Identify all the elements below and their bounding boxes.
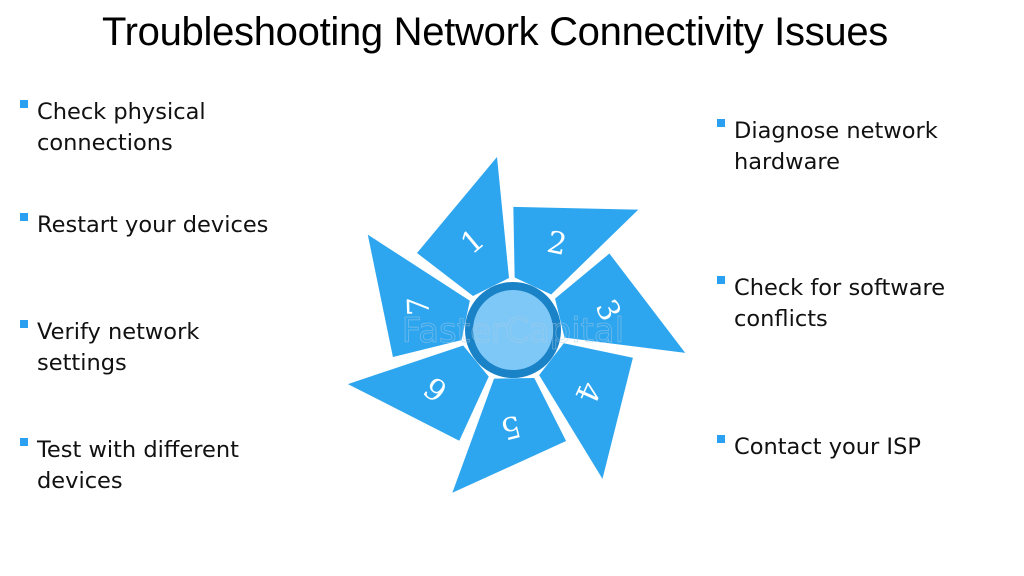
blade-shape (539, 343, 633, 479)
list-item-check-physical: Check physical connections (20, 97, 206, 159)
blade-shape (417, 157, 509, 296)
bullet-square-icon (717, 276, 725, 284)
pinwheel-blade-6: 6 (347, 345, 489, 441)
pinwheel-blade-4: 4 (539, 343, 633, 479)
blade-number-label: 7 (402, 296, 437, 316)
watermark-text: FasterCapital (402, 311, 624, 351)
list-item-contact-isp: Contact your ISP (717, 432, 921, 463)
item-text: Check physical connections (37, 99, 206, 156)
pinwheel-blade-1: 1 (417, 157, 509, 296)
item-text: Check for software conflicts (734, 275, 946, 332)
list-item-verify-settings: Verify network settings (20, 317, 200, 379)
list-item-diagnose-hardware: Diagnose network hardware (717, 116, 938, 178)
blade-shape (367, 234, 470, 358)
item-text: Restart your devices (37, 212, 269, 238)
list-item-restart-devices: Restart your devices (20, 210, 269, 241)
item-text: Diagnose network hardware (734, 118, 938, 175)
page-title: Troubleshooting Network Connectivity Iss… (102, 10, 888, 54)
pinwheel-blade-7: 7 (367, 234, 470, 358)
item-text: Verify network settings (37, 319, 200, 376)
blade-shape (513, 206, 639, 295)
bullet-square-icon (20, 100, 28, 108)
item-text: Test with different devices (37, 437, 239, 494)
pinwheel-blade-3: 3 (555, 253, 686, 353)
list-item-software-conflicts: Check for software conflicts (717, 273, 946, 335)
blade-shape (347, 345, 489, 441)
item-text: Contact your ISP (734, 434, 921, 460)
blade-shape (452, 377, 567, 493)
pinwheel-blade-2: 2 (513, 206, 639, 295)
list-item-test-devices: Test with different devices (20, 435, 239, 497)
bullet-square-icon (717, 435, 725, 443)
bullet-square-icon (20, 438, 28, 446)
bullet-square-icon (20, 320, 28, 328)
bullet-square-icon (717, 119, 725, 127)
pinwheel-blade-5: 5 (452, 377, 567, 493)
hub-center (473, 290, 553, 370)
bullet-square-icon (20, 213, 28, 221)
blade-shape (555, 253, 686, 353)
